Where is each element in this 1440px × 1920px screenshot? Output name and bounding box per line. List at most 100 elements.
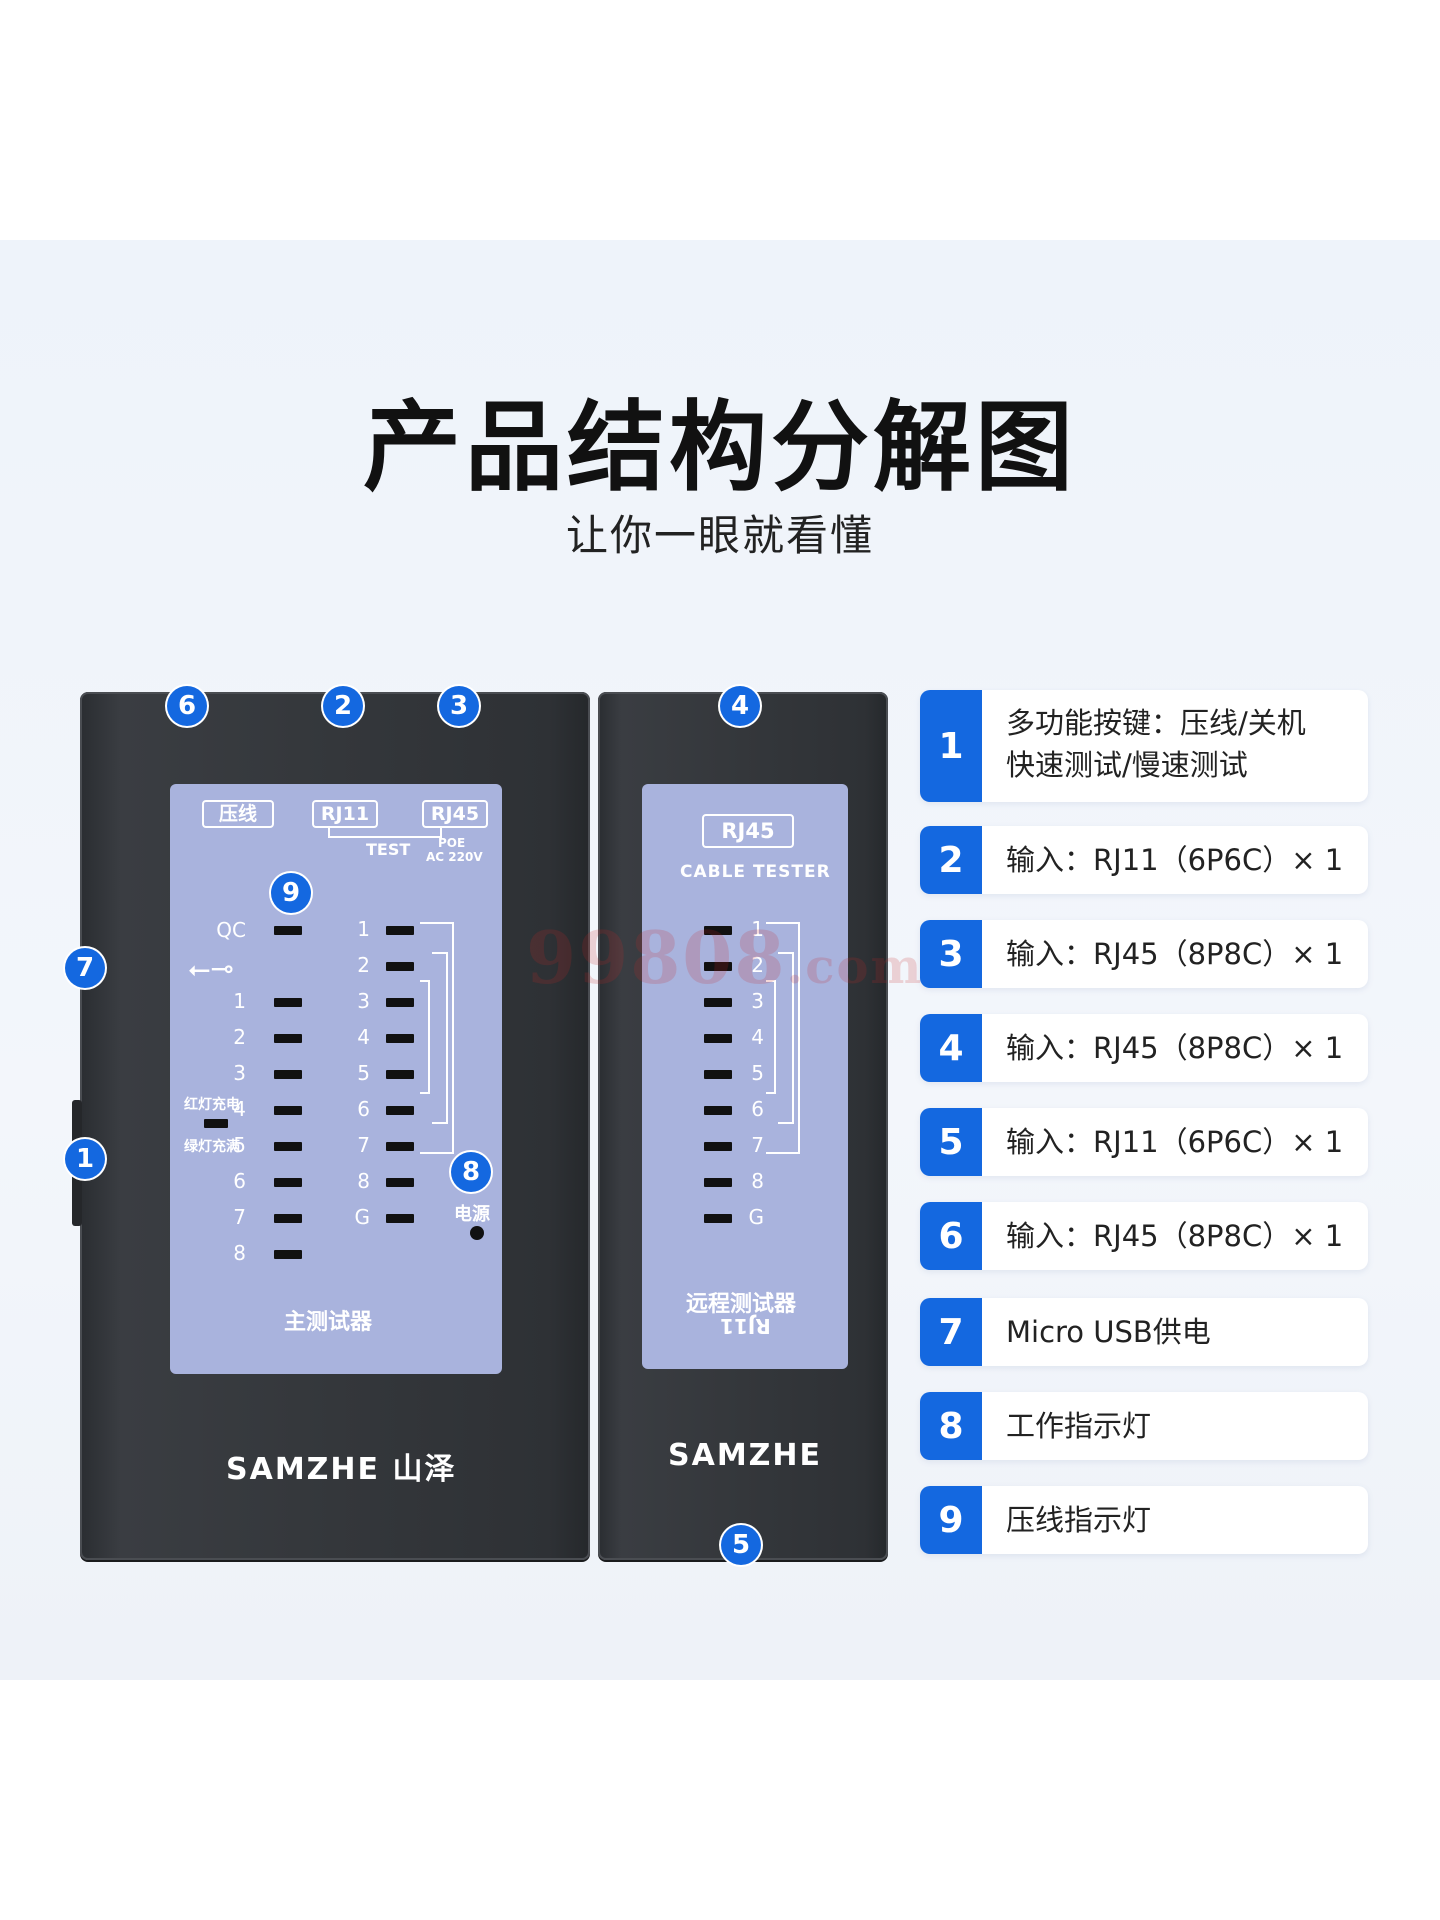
legend-number: 2	[920, 826, 982, 894]
remote-rj11-label: RJ11	[720, 1314, 771, 1338]
main-right-pin-label: 3	[357, 989, 370, 1013]
main-right-pin-label: 4	[357, 1025, 370, 1049]
legend-text: Micro USB供电	[1006, 1315, 1211, 1349]
main-tester-panel: 压线 RJ11 RJ45 TEST POE AC 220V QC ⭠⊸ 红灯充电…	[170, 784, 502, 1374]
main-right-pin-led	[386, 1214, 414, 1223]
bracket-remote-4p	[778, 952, 794, 1124]
main-left-pin-led	[274, 998, 302, 1007]
legend-text: 输入：RJ11（6P6C）× 1	[1006, 843, 1344, 877]
legend-number: 3	[920, 920, 982, 988]
main-right-pin-label: 1	[357, 917, 370, 941]
remote-pin-led	[704, 1214, 732, 1223]
legend-item: 5 输入：RJ11（6P6C）× 1	[920, 1108, 1368, 1176]
remote-pin-led	[704, 1178, 732, 1187]
remote-pin-label: 5	[751, 1061, 764, 1085]
led-qc	[274, 926, 302, 935]
rj-connector-line	[328, 828, 442, 838]
marker-8: 8	[451, 1152, 491, 1192]
bracket-4p	[432, 952, 448, 1124]
usb-icon: ⭠⊸	[188, 952, 234, 985]
remote-pin-label: 6	[751, 1097, 764, 1121]
main-left-pin-label: 6	[233, 1169, 246, 1193]
legend-number: 5	[920, 1108, 982, 1176]
marker-5: 5	[721, 1525, 761, 1565]
main-right-pin-led	[386, 1142, 414, 1151]
main-left-pin-led	[274, 1250, 302, 1259]
marker-4: 4	[720, 686, 760, 726]
main-left-pin-led	[274, 1070, 302, 1079]
tag-rj45-remote: RJ45	[702, 814, 794, 848]
remote-pin-label: 7	[751, 1133, 764, 1157]
remote-pin-label: 3	[751, 989, 764, 1013]
legend-item: 1 多功能按键：压线/关机快速测试/慢速测试	[920, 690, 1368, 802]
legend-text-line2: 快速测试/慢速测试	[1006, 748, 1248, 782]
legend-number: 8	[920, 1392, 982, 1460]
remote-pin-label: 1	[751, 917, 764, 941]
watermark: 99808.com	[526, 915, 924, 1000]
main-left-pin-label: 4	[233, 1097, 246, 1121]
main-left-pin-label: 2	[233, 1025, 246, 1049]
legend-text: 多功能按键：压线/关机	[1006, 706, 1306, 740]
main-right-pin-label: G	[354, 1205, 371, 1229]
main-left-pin-led	[274, 1034, 302, 1043]
remote-pin-led	[704, 1070, 732, 1079]
marker-1: 1	[65, 1139, 105, 1179]
remote-tester-label: 远程测试器	[686, 1292, 797, 1317]
marker-6: 6	[167, 686, 207, 726]
brand-logo: SAMZHE 山泽	[226, 1452, 457, 1487]
legend-item: 3 输入：RJ45（8P8C）× 1	[920, 920, 1368, 988]
remote-pin-led	[704, 998, 732, 1007]
legend-number: 1	[920, 690, 982, 802]
remote-pin-led	[704, 962, 732, 971]
main-right-pin-led	[386, 962, 414, 971]
main-left-pin-led	[274, 1106, 302, 1115]
legend-text: 输入：RJ45（8P8C）× 1	[1006, 937, 1344, 971]
main-left-pin-label: 1	[233, 989, 246, 1013]
main-right-pin-label: 6	[357, 1097, 370, 1121]
main-right-pin-led	[386, 998, 414, 1007]
legend-number: 6	[920, 1202, 982, 1270]
tag-crimp: 压线	[202, 800, 274, 828]
label-green-full: 绿灯充满	[184, 1139, 240, 1155]
legend-number: 9	[920, 1486, 982, 1554]
remote-pin-led	[704, 1034, 732, 1043]
main-left-pin-led	[274, 1142, 302, 1151]
main-left-pin-label: 3	[233, 1061, 246, 1085]
main-left-pin-label: 7	[233, 1205, 246, 1229]
legend-text: 压线指示灯	[1006, 1503, 1152, 1537]
main-left-pin-label: 5	[233, 1133, 246, 1157]
label-qc: QC	[216, 918, 246, 942]
label-red-charging: 红灯充电	[184, 1097, 240, 1113]
page-title: 产品结构分解图	[362, 391, 1077, 505]
power-led	[470, 1226, 484, 1240]
label-cable-tester: CABLE TESTER	[680, 862, 831, 882]
legend-text: 输入：RJ45（8P8C）× 1	[1006, 1031, 1344, 1065]
remote-pin-label: 4	[751, 1025, 764, 1049]
main-left-pin-label: 8	[233, 1241, 246, 1265]
bracket-2p	[420, 980, 430, 1094]
main-right-pin-label: 2	[357, 953, 370, 977]
legend-text: 输入：RJ45（8P8C）× 1	[1006, 1219, 1344, 1253]
remote-pin-label: G	[748, 1205, 765, 1229]
main-right-pin-led	[386, 1034, 414, 1043]
remote-pin-led	[704, 1142, 732, 1151]
legend-item: 4 输入：RJ45（8P8C）× 1	[920, 1014, 1368, 1082]
bracket-remote-6p	[766, 922, 800, 1154]
brand-logo-remote: SAMZHE	[668, 1438, 823, 1473]
legend-item: 6 输入：RJ45（8P8C）× 1	[920, 1202, 1368, 1270]
main-right-pin-led	[386, 1178, 414, 1187]
legend-text: 输入：RJ11（6P6C）× 1	[1006, 1125, 1344, 1159]
marker-3: 3	[439, 686, 479, 726]
remote-pin-led	[704, 926, 732, 935]
main-right-pin-label: 7	[357, 1133, 370, 1157]
main-left-pin-led	[274, 1178, 302, 1187]
legend-number: 4	[920, 1014, 982, 1082]
label-poe: POE	[438, 836, 466, 850]
tag-rj11: RJ11	[312, 800, 378, 828]
legend-item: 9 压线指示灯	[920, 1486, 1368, 1554]
remote-pin-led	[704, 1106, 732, 1115]
